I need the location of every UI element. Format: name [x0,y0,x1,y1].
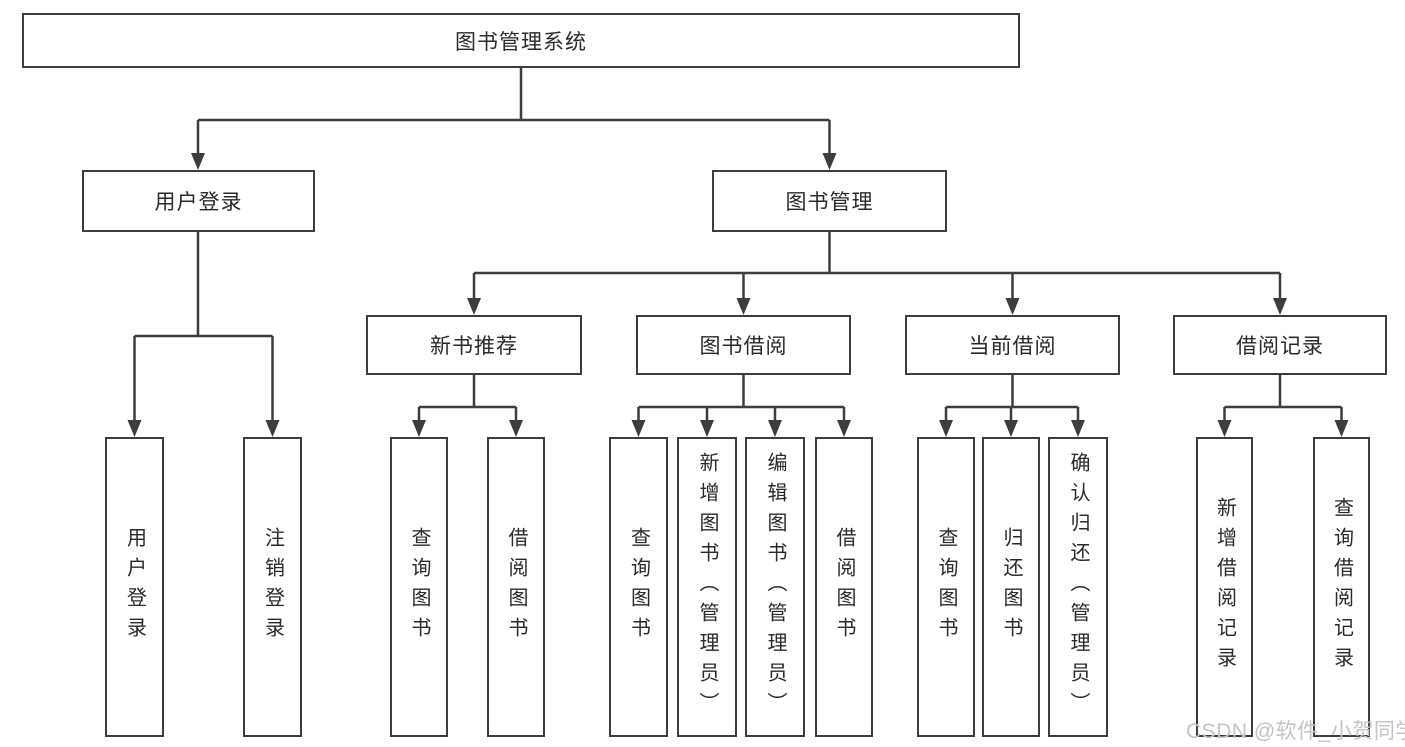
connector-book-borrow-to-leaves [637,375,846,420]
leaf-user-login: 用户登录 [105,437,164,737]
node-library-system: 图书管理系统 [22,13,1020,68]
leaf-add-books-admin-label: 新增图书（管理员） [696,452,718,722]
connector-borrow-records-to-leaves [1223,375,1343,420]
leaf-user-login-label: 用户登录 [123,527,146,647]
leaf-edit-books-admin: 编辑图书（管理员） [745,437,805,737]
node-current-borrow-label: 当前借阅 [968,335,1057,358]
node-borrow-records-label: 借阅记录 [1236,335,1324,358]
leaf-query-books-recommend-label: 查询图书 [408,527,430,647]
connector-new-books-to-leaves [417,375,518,420]
node-book-management: 图书管理 [712,170,947,232]
leaf-query-books-current: 查询图书 [917,437,975,737]
leaf-add-borrow-record-label: 新增借阅记录 [1213,497,1236,677]
node-new-book-recommend-label: 新书推荐 [430,335,518,358]
connector-user-login-to-leaves [133,232,274,420]
connector-book-mgmt-to-level3 [472,232,1282,298]
leaf-confirm-return-admin: 确认归还（管理员） [1048,437,1108,737]
leaf-borrow-books-label: 借阅图书 [833,527,855,647]
leaf-return-books: 归还图书 [982,437,1040,737]
leaf-return-books-label: 归还图书 [1000,527,1022,647]
leaf-add-books-admin: 新增图书（管理员） [677,437,737,737]
node-borrow-records: 借阅记录 [1173,315,1387,375]
leaf-query-books-current-label: 查询图书 [935,527,957,647]
leaf-borrow-books-recommend-label: 借阅图书 [505,527,527,647]
connector-root-to-level2 [196,68,831,153]
node-book-borrow: 图书借阅 [636,315,851,375]
leaf-logout-label: 注销登录 [261,527,284,647]
leaf-borrow-books: 借阅图书 [815,437,873,737]
node-new-book-recommend: 新书推荐 [366,315,582,375]
leaf-query-books-borrow: 查询图书 [609,437,668,737]
csdn-watermark: CSDN @软件_小贺同学 [1186,720,1405,743]
connector-current-borrow-to-leaves [944,375,1080,420]
leaf-borrow-books-recommend: 借阅图书 [487,437,545,737]
node-book-management-label: 图书管理 [785,191,874,214]
leaf-edit-books-admin-label: 编辑图书（管理员） [764,452,786,722]
node-user-login: 用户登录 [82,170,315,232]
leaf-query-borrow-record-label: 查询借阅记录 [1330,497,1353,677]
node-current-borrow: 当前借阅 [905,315,1120,375]
arrowheads [127,153,1349,437]
leaf-query-borrow-record: 查询借阅记录 [1313,437,1370,737]
node-book-borrow-label: 图书借阅 [699,335,788,358]
leaf-query-books-recommend: 查询图书 [390,437,448,737]
leaf-confirm-return-admin-label: 确认归还（管理员） [1067,452,1089,722]
leaf-logout: 注销登录 [243,437,302,737]
leaf-add-borrow-record: 新增借阅记录 [1196,437,1253,737]
node-library-system-label: 图书管理系统 [455,30,587,54]
node-user-login-label: 用户登录 [154,191,243,214]
leaf-query-books-borrow-label: 查询图书 [627,527,650,647]
